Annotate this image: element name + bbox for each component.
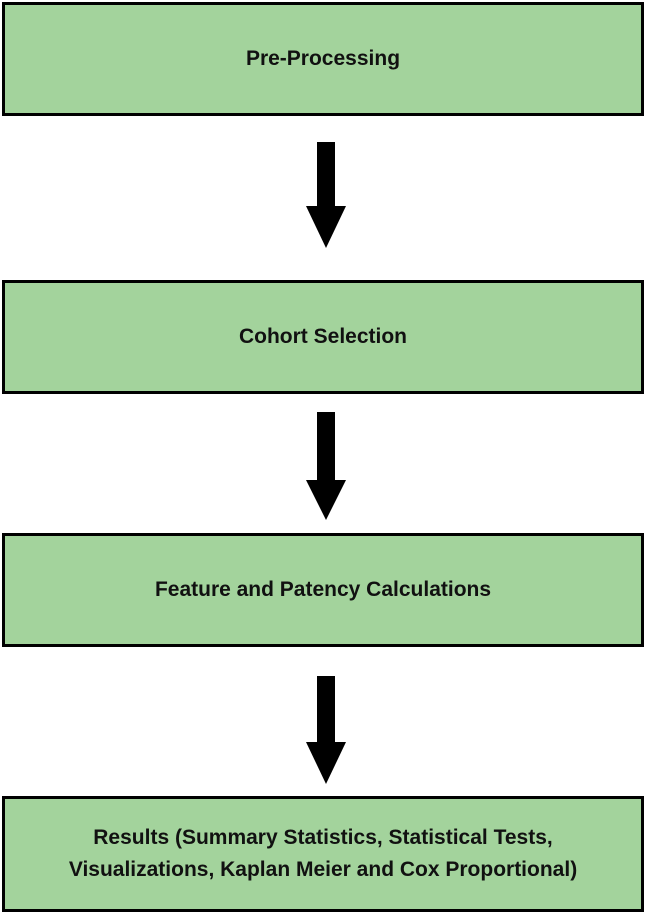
step-label: Pre-Processing bbox=[245, 47, 401, 70]
down-arrow-icon bbox=[306, 676, 346, 784]
step-box-pre-processing: Pre-Processing bbox=[2, 2, 644, 116]
step-box-cohort-selection: Cohort Selection bbox=[2, 280, 644, 394]
step-box-results: Results (Summary Statistics, Statistical… bbox=[2, 796, 644, 912]
step-label: Results (Summary Statistics, Statistical… bbox=[68, 826, 578, 881]
step-label: Cohort Selection bbox=[238, 325, 407, 348]
step-label: Feature and Patency Calculations bbox=[154, 578, 492, 601]
down-arrow-icon bbox=[306, 412, 346, 520]
step-box-feature-patency: Feature and Patency Calculations bbox=[2, 533, 644, 647]
down-arrow-icon bbox=[306, 142, 346, 248]
